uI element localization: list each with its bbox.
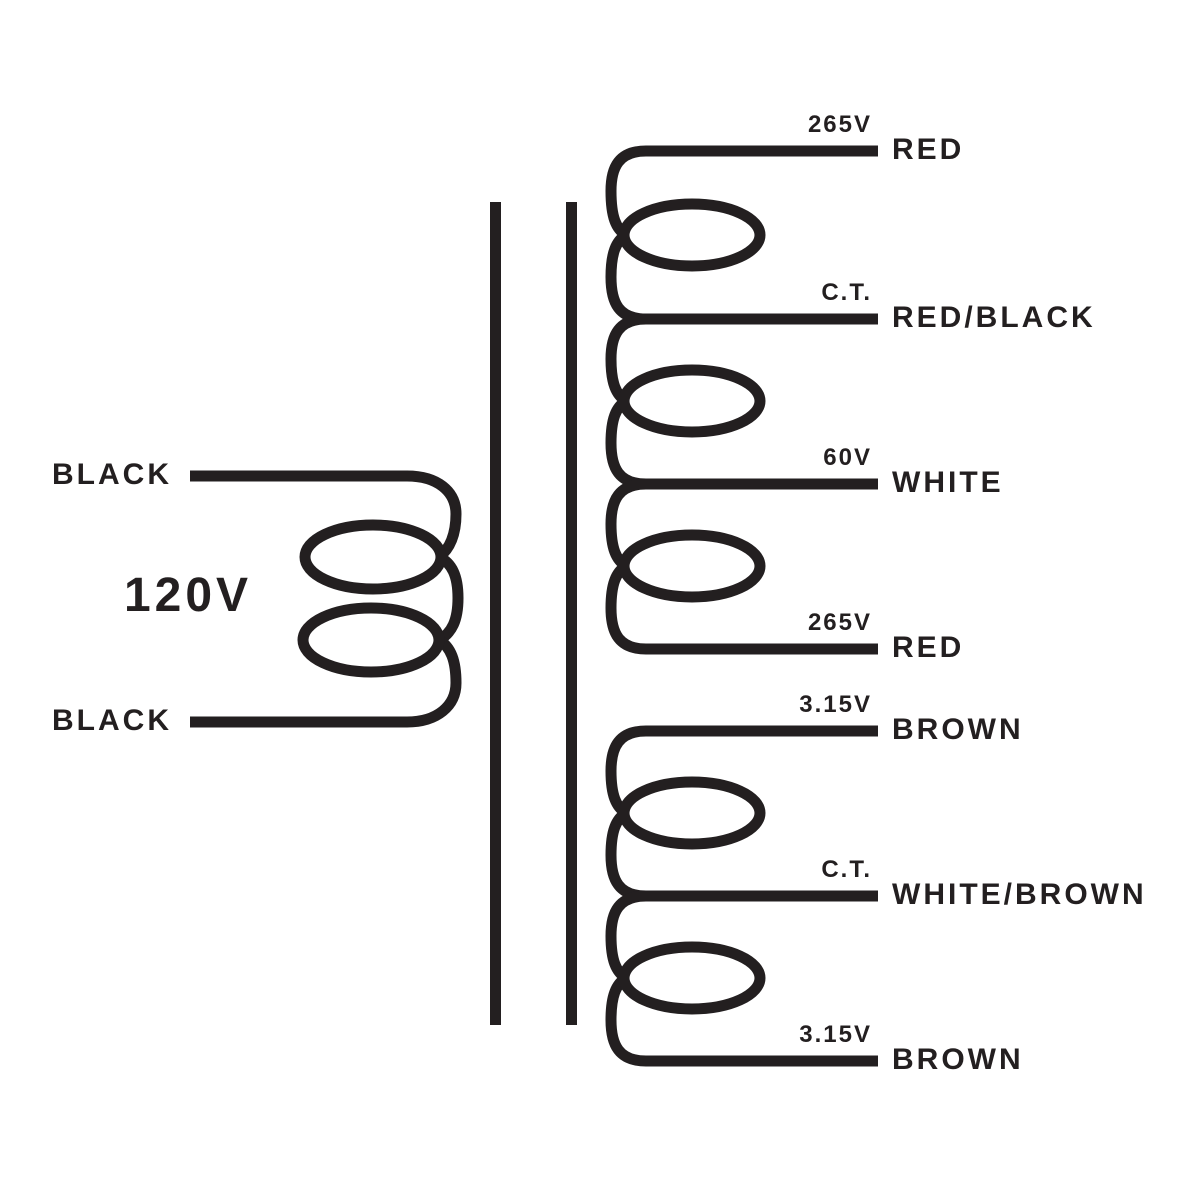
primary-lead-top-label: BLACK (52, 458, 172, 491)
tap-4-voltage-label: 265V (807, 609, 872, 636)
tap-6-voltage-label: C.T. (821, 856, 872, 883)
tap-3-voltage-label: 60V (823, 444, 872, 471)
tap-5-voltage-label: 3.15V (799, 691, 872, 718)
primary-lead-bottom-label: BLACK (52, 704, 172, 737)
primary-winding (190, 470, 464, 728)
tap-7-voltage-label: 3.15V (799, 1021, 872, 1048)
tap-1-voltage-label: 265V (807, 111, 872, 138)
secondary-winding-hv (605, 145, 878, 655)
tap-7-wire-label: BROWN (892, 1043, 1024, 1076)
secondary-winding-heater (605, 725, 878, 1067)
tap-4-wire-label: RED (892, 631, 965, 664)
tap-6-wire-label: WHITE/BROWN (892, 878, 1147, 911)
tap-2-voltage-label: C.T. (821, 279, 872, 306)
primary-voltage-label: 120V (123, 569, 253, 622)
core-lines (490, 202, 577, 1025)
tap-3-wire-label: WHITE (892, 466, 1004, 499)
tap-5-wire-label: BROWN (892, 713, 1024, 746)
tap-2-wire-label: RED/BLACK (892, 301, 1096, 334)
tap-1-wire-label: RED (892, 133, 965, 166)
